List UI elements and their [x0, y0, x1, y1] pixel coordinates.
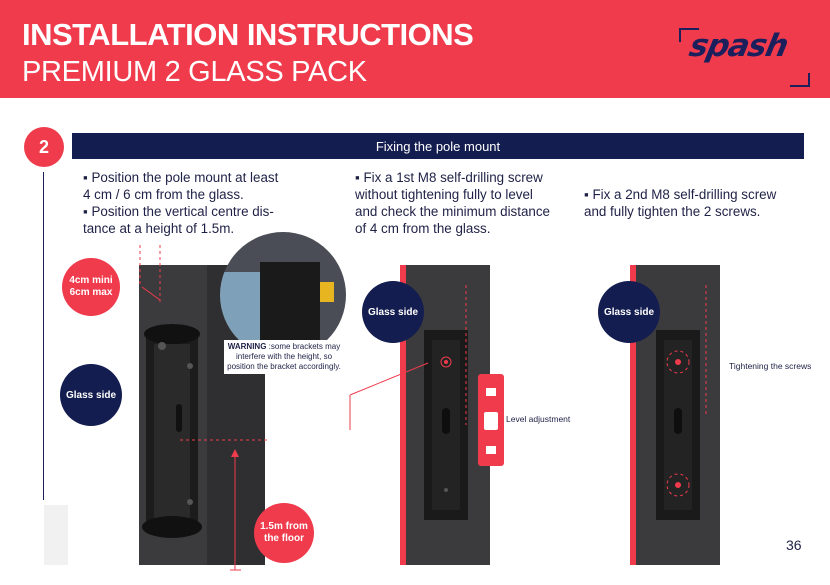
- instruction-line: and check the minimum distance: [355, 204, 551, 219]
- page-title: INSTALLATION INSTRUCTIONS: [22, 17, 474, 52]
- instruction-line: ▪ Position the vertical centre dis-: [83, 204, 274, 219]
- header-banner: [0, 0, 830, 98]
- warning-note: WARNING :some brackets may interfere wit…: [224, 340, 344, 374]
- logo-corner-tl: [679, 28, 699, 42]
- glass-edge-1: [44, 505, 68, 565]
- page-number: 36: [786, 537, 802, 553]
- instruction-line: without tightening fully to level: [355, 187, 533, 202]
- pole-mount-bracket-1: [142, 324, 202, 538]
- instruction-line: ▪ Fix a 2nd M8 self-drilling screw: [584, 187, 777, 202]
- level-tool: [478, 374, 504, 466]
- glass-strip-3: [630, 265, 636, 565]
- distance-badge-line: 6cm max: [69, 287, 113, 298]
- instruction-line: ▪ Position the pole mount at least: [83, 170, 279, 185]
- step-title-bar: Fixing the pole mount: [72, 133, 804, 159]
- height-badge-line: 1.5m from: [260, 521, 308, 532]
- distance-badge-line: 4cm mini: [69, 275, 113, 286]
- step-timeline-line: [43, 172, 44, 500]
- instruction-col-3: ▪ Fix a 2nd M8 self-drilling screw and f…: [584, 186, 804, 220]
- instruction-line: and fully tighten the 2 screws.: [584, 204, 761, 219]
- instruction-col-1: ▪ Position the pole mount at least 4 cm …: [83, 169, 303, 237]
- brand-logo: spash: [686, 28, 791, 64]
- distance-guides-1: [139, 245, 270, 571]
- height-badge-line: the floor: [263, 533, 304, 544]
- warning-photo-circle: [220, 232, 346, 358]
- instruction-line: ▪ Fix a 1st M8 self-drilling screw: [355, 170, 543, 185]
- instruction-col-2: ▪ Fix a 1st M8 self-drilling screw witho…: [355, 169, 575, 237]
- tightening-guide-3: [705, 285, 707, 415]
- warning-label: WARNING: [227, 342, 267, 351]
- pole-mount-plate-2: [424, 330, 468, 520]
- pole-mount-plate-3: [656, 330, 700, 520]
- level-adjustment-label: Level adjustment: [506, 414, 571, 424]
- photo-accent: [320, 282, 334, 302]
- step-number-badge: 2: [24, 127, 64, 167]
- logo-corner-br: [790, 73, 810, 87]
- instruction-line: tance at a height of 1.5m.: [83, 221, 235, 236]
- glass-strip-2: [400, 265, 406, 565]
- level-guides-2: [349, 285, 467, 430]
- photo-bracket: [260, 262, 320, 352]
- glass-side-badge-3: Glass side: [598, 281, 660, 343]
- glass-side-badge-1: Glass side: [60, 364, 122, 426]
- warning-text: :some brackets may interfere with the he…: [227, 342, 341, 371]
- page-subtitle: PREMIUM 2 GLASS PACK: [22, 56, 367, 88]
- instruction-line: 4 cm / 6 cm from the glass.: [83, 187, 244, 202]
- tightening-label: Tightening the screws: [729, 361, 812, 371]
- instruction-line: of 4 cm from the glass.: [355, 221, 491, 236]
- glass-side-badge-2: Glass side: [362, 281, 424, 343]
